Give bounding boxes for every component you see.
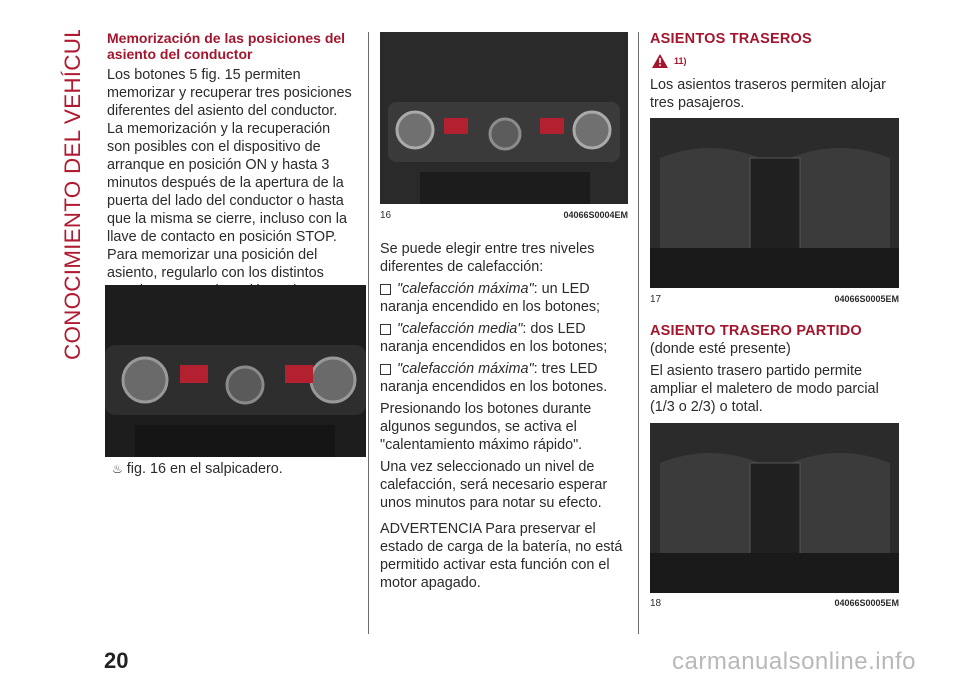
chapter-side-title-text: CONOCIMIENTO DEL VEHÍCULO — [60, 30, 85, 360]
section-heading-memorization: Memorización de las posiciones del asien… — [107, 30, 346, 62]
bullet-label: "calefacción media" — [397, 321, 523, 337]
fig18-code: 04066S0005EM — [834, 598, 899, 608]
heating-levels-intro: Se puede elegir entre tres niveles difer… — [380, 241, 595, 275]
chapter-side-title: CONOCIMIENTO DEL VEHÍCULO — [52, 30, 92, 360]
bullet-item: "calefacción máxima": tres LED naranja e… — [380, 360, 630, 396]
column-divider-1 — [368, 32, 369, 634]
section-heading-split-rear-seat: ASIENTO TRASERO PARTIDO — [650, 323, 862, 339]
wait-paragraph: Una vez seleccionado un nivel de calefac… — [380, 459, 608, 511]
fig16-code: 04066S0004EM — [563, 210, 628, 220]
quick-heating-paragraph: Presionando los botones durante algunos … — [380, 401, 592, 453]
rear-seat-photo-1 — [650, 118, 899, 288]
fig18-number: 18 — [650, 598, 662, 609]
column-1-partial-line: ♨ fig. 16 en el salpicadero. — [112, 460, 352, 478]
fig18-caption: 18 04066S0005EM — [650, 598, 899, 609]
column-2: Se puede elegir entre tres niveles difer… — [380, 240, 630, 596]
warning-triangle-icon — [652, 54, 668, 68]
bullet-text: : un LED naranja encendido en los botone… — [380, 281, 601, 315]
bullet-text: : tres LED naranja encendidos en los bot… — [380, 361, 608, 395]
checkbox-bullet-icon — [380, 283, 391, 295]
climate-panel-photo-large — [105, 285, 366, 457]
warning-paragraph: ADVERTENCIA Para preservar el estado de … — [380, 521, 623, 591]
fig16-number: 16 — [380, 210, 392, 221]
fig16-reference-text: fig. 16 en el salpicadero. — [126, 461, 283, 477]
split-seat-paragraph: El asiento trasero partido permite ampli… — [650, 363, 879, 415]
climate-panel-photo — [380, 32, 628, 204]
rear-seats-paragraph: Los asientos traseros permiten alojar tr… — [650, 77, 886, 111]
page-number: 20 — [104, 648, 129, 673]
bullet-text: : dos LED naranja encendidos en los boto… — [380, 321, 608, 355]
rear-seat-photo-2 — [650, 423, 899, 593]
seat-heat-icon: ♨ — [112, 462, 123, 476]
split-seat-subtitle: (donde esté presente) — [650, 341, 791, 357]
bullet-label: "calefacción máxima" — [397, 281, 534, 297]
checkbox-bullet-icon — [380, 363, 391, 375]
fig16-caption: 16 04066S0004EM — [380, 210, 628, 221]
split-seat-section: ASIENTO TRASERO PARTIDO (donde esté pres… — [650, 322, 900, 420]
warning-reference: 11) — [652, 52, 900, 70]
fig17-caption: 17 04066S0005EM — [650, 294, 899, 305]
bullet-item: "calefacción máxima": un LED naranja enc… — [380, 280, 630, 316]
warning-ref-number: 11) — [674, 56, 687, 66]
column-divider-2 — [638, 32, 639, 634]
bullet-item: "calefacción media": dos LED naranja enc… — [380, 320, 630, 356]
watermark: carmanualsonline.info — [672, 648, 916, 675]
bullet-label: "calefacción máxima" — [397, 361, 534, 377]
fig17-code: 04066S0005EM — [834, 294, 899, 304]
column-3: ASIENTOS TRASEROS 11) Los asientos trase… — [650, 30, 900, 116]
section-heading-rear-seats: ASIENTOS TRASEROS — [650, 31, 812, 47]
checkbox-bullet-icon — [380, 323, 391, 335]
fig17-number: 17 — [650, 294, 662, 305]
